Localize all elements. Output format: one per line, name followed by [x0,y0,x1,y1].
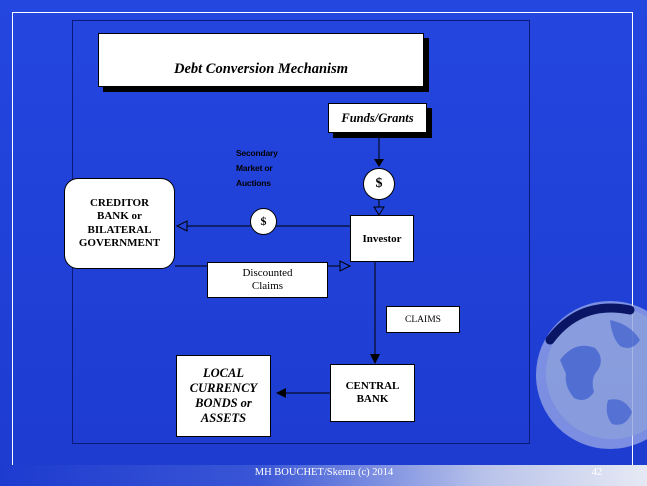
central-bank-box: CENTRAL BANK [330,364,415,422]
local-arrowhead [276,388,286,398]
local-line-1: LOCAL [203,366,244,380]
central-line-1: CENTRAL [345,379,400,392]
investor-label: Investor [362,232,402,245]
local-currency-box: LOCAL CURRENCY BONDS or ASSETS [176,355,271,437]
footer-text: MH BOUCHET/Skema (c) 2014 [254,467,394,478]
claims-label: CLAIMS [405,314,441,325]
dollar-symbol: $ [375,176,383,191]
funds-grants-box: Funds/Grants [328,103,427,133]
creditor-line-2: BANK or [97,210,142,223]
footer-bar [0,465,647,486]
claims-box: CLAIMS [386,306,460,333]
discounted-line-1: Discounted [242,266,293,279]
creditor-arrowhead [175,220,188,232]
dollar-icon: $ [363,168,395,200]
central-line-2: BANK [356,393,389,405]
page-number: 42 [591,467,603,478]
secondary-line-3: Auctions [236,178,271,188]
secondary-line-2: Market or [236,163,273,173]
investor-arrowhead [373,206,385,216]
creditor-line-4: GOVERNMENT [78,236,161,249]
local-line-3: BONDS or [195,396,252,410]
funds-grants-label: Funds/Grants [341,110,414,125]
creditor-box: CREDITOR BANK or BILATERAL GOVERNMENT [64,178,175,269]
dollar-symbol: $ [260,214,267,228]
diagram-title-text: Debt Conversion Mechanism [173,60,348,77]
discounted-claims-box: Discounted Claims [207,262,328,298]
local-line-2: CURRENCY [189,381,258,395]
funds-arrowhead [374,159,384,167]
globe-icon [536,301,647,449]
local-line-4: ASSETS [200,411,247,425]
diagram-title: Debt Conversion Mechanism [98,33,424,87]
claims-arrowhead [339,260,352,272]
secondary-line-1: Secondary [236,148,278,158]
creditor-line-1: CREDITOR [89,197,150,210]
discounted-line-2: Claims [251,280,284,292]
secondary-market-label: Secondary Market or Auctions [236,146,316,191]
dollar-icon: $ [250,208,277,235]
creditor-line-3: BILATERAL [87,223,152,236]
central-arrowhead [370,354,380,364]
investor-box: Investor [350,215,414,262]
